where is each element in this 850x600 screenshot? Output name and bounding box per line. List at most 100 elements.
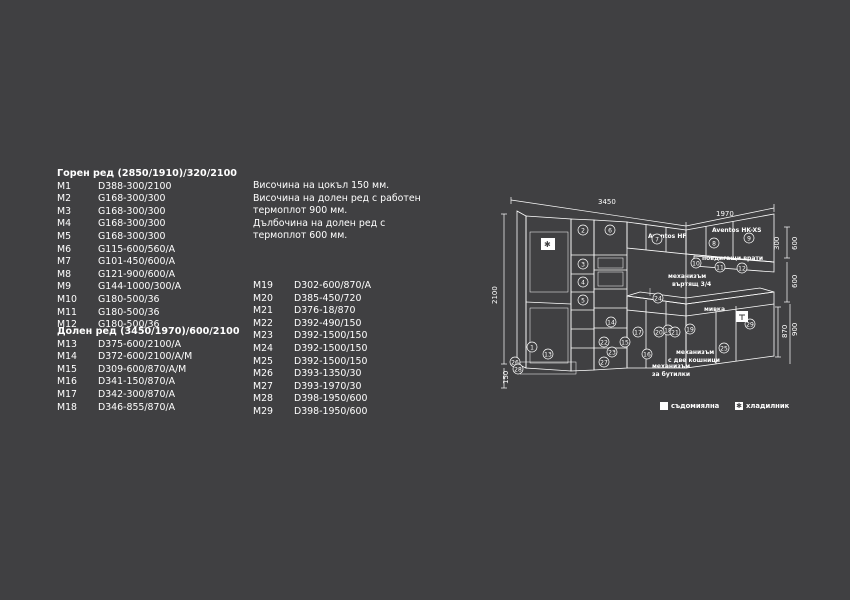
dim-mid-600: 600: [791, 275, 799, 288]
note-line: термоплот 900 мм.: [253, 205, 348, 217]
marker-10: 10: [690, 257, 702, 269]
spec-value: G168-300/300: [98, 231, 166, 242]
marker-number: 25: [720, 345, 728, 352]
spec-value: D398-1950/600: [294, 406, 368, 417]
marker-number: 2: [581, 227, 585, 234]
kitchen-drawing: 3450 1970 2100 150 600 300 600 870 900: [491, 197, 799, 389]
label-mech-baskets-2: с две кошници: [668, 357, 720, 364]
spec-code: M5: [57, 231, 72, 242]
spec-code: M1: [57, 180, 72, 192]
note-line: Височина на долен ред с работен: [253, 192, 421, 204]
spec-value: D341-150/870/A: [98, 376, 176, 388]
notes-block: Височина на цокъл 150 мм. Височина на до…: [253, 180, 421, 243]
spec-value: D393-1350/30: [294, 368, 362, 380]
marker-number: 5: [581, 297, 585, 304]
spec-value: D302-600/870/A: [294, 280, 372, 291]
spec-value: G115-600/560/A: [98, 243, 176, 255]
spec-code: M9: [57, 281, 72, 293]
spec-code: M6: [57, 243, 72, 255]
dim-lower-870: 870: [781, 325, 789, 338]
spec-code: M10: [57, 294, 78, 305]
dim-lower-900: 900: [791, 323, 799, 336]
spec-code: M26: [253, 368, 274, 380]
marker-number: 26: [511, 359, 519, 366]
marker-number: 1: [530, 344, 534, 351]
spec-value: D392-1500/150: [294, 330, 368, 342]
spec-code: M29: [253, 406, 274, 417]
marker-20: 20: [653, 326, 665, 338]
svg-text:✱: ✱: [544, 240, 551, 249]
spec-value: G180-500/36: [98, 319, 160, 331]
spec-code: M23: [253, 330, 274, 342]
spec-row: M26 D393-1350/30: [253, 368, 453, 381]
dim-top-left: 3450: [598, 198, 616, 206]
spec-value: G168-300/300: [98, 193, 166, 205]
marker-13: 13: [542, 348, 554, 360]
spec-code: M24: [253, 343, 274, 354]
spec-code: M13: [57, 338, 78, 350]
marker-12: 12: [736, 262, 748, 274]
spec-code: M17: [57, 389, 78, 400]
marker-8: 8: [708, 237, 720, 249]
marker-6: 6: [604, 224, 616, 236]
marker-number: 22: [600, 339, 608, 346]
marker-number: 18: [664, 327, 672, 334]
marker-number: 23: [608, 349, 616, 356]
spec-code: M25: [253, 355, 274, 367]
marker-number: 16: [643, 351, 651, 358]
note-line: Височина на цокъл 150 мм.: [253, 180, 390, 191]
spec-value: D372-600/2100/A/M: [98, 351, 193, 363]
spec-value: D392-1500/150: [294, 355, 368, 367]
spec-value: G168-300/300: [98, 205, 166, 217]
spec-code: M3: [57, 205, 72, 217]
marker-number: 8: [712, 240, 716, 247]
spec-row: M25 D392-1500/150: [253, 356, 453, 369]
marker-number: 17: [634, 329, 642, 336]
marker-2: 2: [577, 224, 589, 236]
marker-21: 21: [669, 326, 681, 338]
spec-code: M21: [253, 305, 274, 317]
label-mech-baskets: механизъм: [676, 349, 714, 356]
marker-28: 28: [512, 363, 524, 375]
marker-7: 7: [651, 233, 663, 245]
spec-value: G180-500/36: [98, 306, 160, 318]
dim-plinth: 150: [502, 371, 510, 384]
marker-number: 3: [581, 261, 585, 268]
spec-code: M7: [57, 256, 72, 268]
marker-4: 4: [577, 276, 589, 288]
marker-number: 11: [716, 264, 724, 271]
marker-15: 15: [619, 336, 631, 348]
marker-number: 4: [581, 279, 585, 286]
label-mech-bottles: механизъм: [652, 363, 690, 370]
spec-value: D346-855/870/A: [98, 401, 176, 413]
dim-upper-300: 300: [773, 237, 781, 250]
spec-code: M4: [57, 218, 72, 230]
legend-dishwasher: съдомиялна: [660, 402, 719, 410]
label-aventos-hk: Aventos HK-XS: [712, 227, 761, 234]
marker-number: 19: [686, 326, 694, 333]
upper-row-heading: Горен ред (2850/1910)/320/2100: [57, 168, 237, 179]
spec-row: M3 G168-300/300: [57, 206, 257, 219]
spec-row: M29 D398-1950/600: [253, 406, 453, 419]
legend-fridge-label: хладилник: [746, 402, 790, 410]
fridge-icon: ✱: [735, 402, 743, 410]
marker-25: 25: [718, 342, 730, 354]
marker-5: 5: [577, 294, 589, 306]
spec-value: D388-300/2100: [98, 180, 172, 192]
legend-dishwasher-label: съдомиялна: [671, 402, 720, 410]
spec-value: D392-1500/150: [294, 343, 368, 354]
marker-number: 20: [655, 329, 663, 336]
marker-11: 11: [714, 261, 726, 273]
dim-upper-600: 600: [791, 237, 799, 250]
spec-code: M16: [57, 376, 78, 388]
spec-code: M14: [57, 351, 78, 363]
spec-value: G101-450/600/A: [98, 256, 176, 268]
marker-number: 14: [607, 319, 615, 326]
